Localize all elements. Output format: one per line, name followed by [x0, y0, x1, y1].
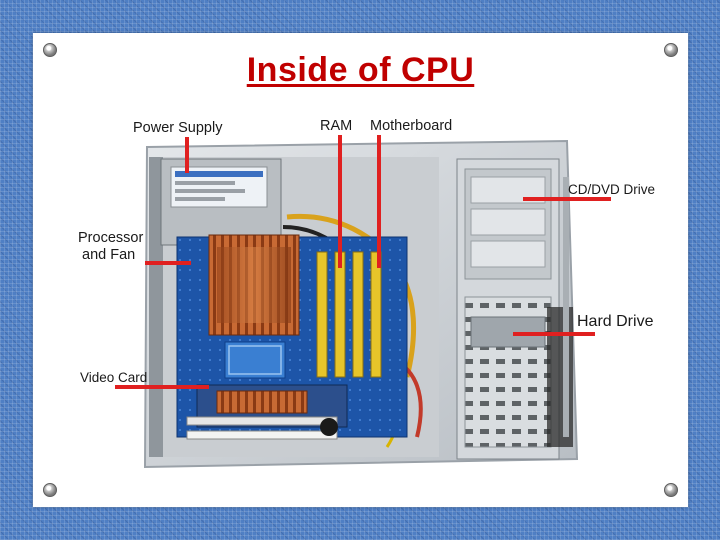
slide: Inside of CPU: [33, 33, 688, 507]
pin-icon: [43, 483, 57, 497]
computer-case-photo: [77, 117, 661, 481]
label-ram: RAM: [320, 118, 353, 134]
pin-icon: [664, 483, 678, 497]
label-processor: Processor: [78, 230, 144, 246]
pin-icon: [43, 43, 57, 57]
pin-icon: [664, 43, 678, 57]
label-motherboard: Motherboard: [370, 118, 453, 134]
label-cd-dvd-drive: CD/DVD Drive: [568, 182, 656, 197]
pointer-lines: [115, 135, 611, 389]
label-power-supply: Power Supply: [133, 120, 223, 136]
slide-title: Inside of CPU: [246, 51, 475, 89]
label-and-fan: and Fan: [82, 247, 136, 263]
label-hard-drive: Hard Drive: [577, 313, 654, 330]
label-video-card: Video Card: [80, 370, 148, 385]
